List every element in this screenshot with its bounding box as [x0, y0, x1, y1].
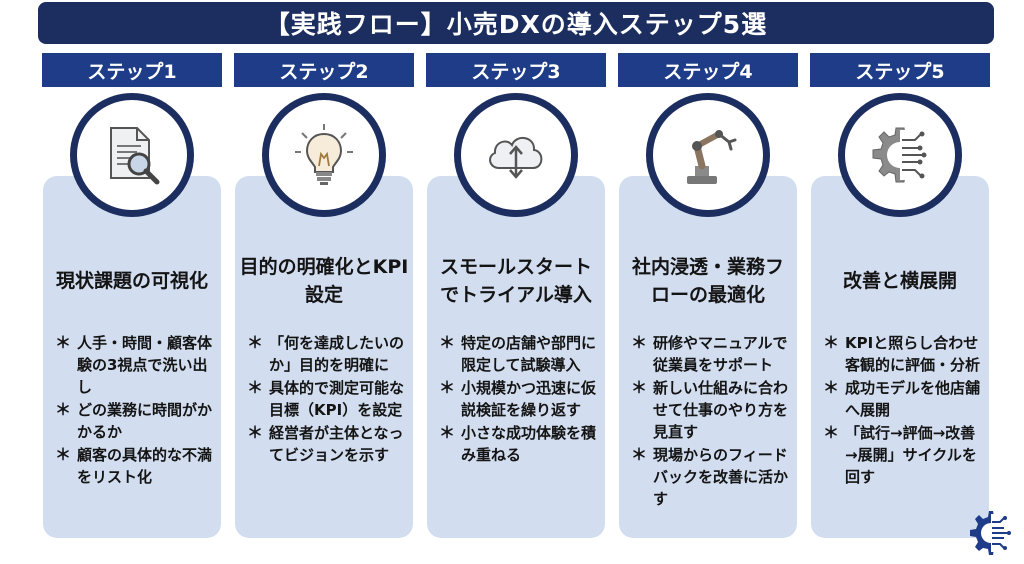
step-1-card: 現状課題の可視化 ＊人手・時間・顧客体験の3視点で洗い出し ＊どの業務に時間がか… — [43, 176, 221, 538]
bullet-item: ＊「何を達成したいのか」目的を明確に — [247, 333, 405, 374]
bullet-item: ＊特定の店舗や部門に限定して試験導入 — [439, 333, 597, 374]
lightbulb-icon — [295, 124, 353, 185]
step-3-card: スモールスタートでトライアル導入 ＊特定の店舗や部門に限定して試験導入 ＊小規模… — [427, 176, 605, 538]
step-5-label: ステップ5 — [810, 53, 990, 87]
step-1-icon-circle — [70, 93, 194, 217]
step-1-label: ステップ1 — [42, 53, 222, 87]
gear-circuit-icon — [872, 127, 930, 183]
step-2-heading: 目的の明確化とKPI設定 — [239, 256, 409, 306]
bullet-item: ＊新しい仕組みに合わせて仕事のやり方を見直す — [631, 378, 789, 441]
step-4-icon-circle — [646, 93, 770, 217]
bullet-item: ＊小さな成功体験を積み重ねる — [439, 423, 597, 464]
step-2-card: 目的の明確化とKPI設定 ＊「何を達成したいのか」目的を明確に ＊具体的で測定可… — [235, 176, 413, 538]
page-title: 【実践フロー】小売DXの導入ステップ5選 — [38, 2, 994, 44]
bullet-item: ＊現場からのフィードバックを改善に活かす — [631, 445, 789, 508]
bullet-item: ＊経営者が主体となってビジョンを示す — [247, 423, 404, 464]
step-4-heading: 社内浸透・業務フローの最適化 — [631, 256, 784, 306]
step-4-label: ステップ4 — [618, 53, 798, 87]
step-5-heading: 改善と横展開 — [842, 270, 957, 292]
step-2-bullets: ＊「何を達成したいのか」目的を明確に ＊具体的で測定可能な目標（KPI）を設定 … — [247, 332, 405, 467]
step-3-label: ステップ3 — [426, 53, 606, 87]
step-1-heading: 現状課題の可視化 — [55, 270, 208, 292]
step-2-icon-circle — [262, 93, 386, 217]
gear-circuit-logo-icon — [970, 511, 1013, 555]
step-1-bullets: ＊人手・時間・顧客体験の3視点で洗い出し ＊どの業務に時間がかかるか ＊顧客の具… — [55, 332, 213, 489]
bullet-item: ＊KPIと照らし合わせ客観的に評価・分析 — [823, 333, 981, 374]
bullet-item: ＊「試行→評価→改善→展開」サイクルを回す — [823, 423, 977, 486]
step-2-label: ステップ2 — [234, 53, 414, 87]
step-3-heading: スモールスタートでトライアル導入 — [439, 256, 592, 306]
step-4-bullets: ＊研修やマニュアルで従業員をサポート ＊新しい仕組みに合わせて仕事のやり方を見直… — [631, 332, 789, 511]
bullet-item: ＊具体的で測定可能な目標（KPI）を設定 — [247, 378, 405, 419]
bullet-item: ＊成功モデルを他店舗へ展開 — [823, 378, 981, 419]
cloud-sync-icon — [489, 137, 543, 179]
step-3-icon-circle — [454, 93, 578, 217]
robot-arm-icon — [687, 130, 737, 184]
step-5-icon-circle — [838, 93, 962, 217]
bullet-item: ＊顧客の具体的な不満をリスト化 — [55, 445, 213, 486]
step-5-card: 改善と横展開 ＊KPIと照らし合わせ客観的に評価・分析 ＊成功モデルを他店舗へ展… — [811, 176, 989, 538]
bullet-item: ＊小規模かつ迅速に仮説検証を繰り返す — [439, 378, 597, 419]
step-4-card: 社内浸透・業務フローの最適化 ＊研修やマニュアルで従業員をサポート ＊新しい仕組… — [619, 176, 797, 538]
step-3-bullets: ＊特定の店舗や部門に限定して試験導入 ＊小規模かつ迅速に仮説検証を繰り返す ＊小… — [439, 332, 597, 467]
bullet-item: ＊どの業務に時間がかかるか — [55, 400, 213, 441]
bullet-item: ＊人手・時間・顧客体験の3視点で洗い出し — [55, 333, 213, 396]
step-5-bullets: ＊KPIと照らし合わせ客観的に評価・分析 ＊成功モデルを他店舗へ展開 ＊「試行→… — [823, 332, 981, 489]
document-search-icon — [110, 127, 160, 185]
bullet-item: ＊研修やマニュアルで従業員をサポート — [631, 333, 788, 374]
